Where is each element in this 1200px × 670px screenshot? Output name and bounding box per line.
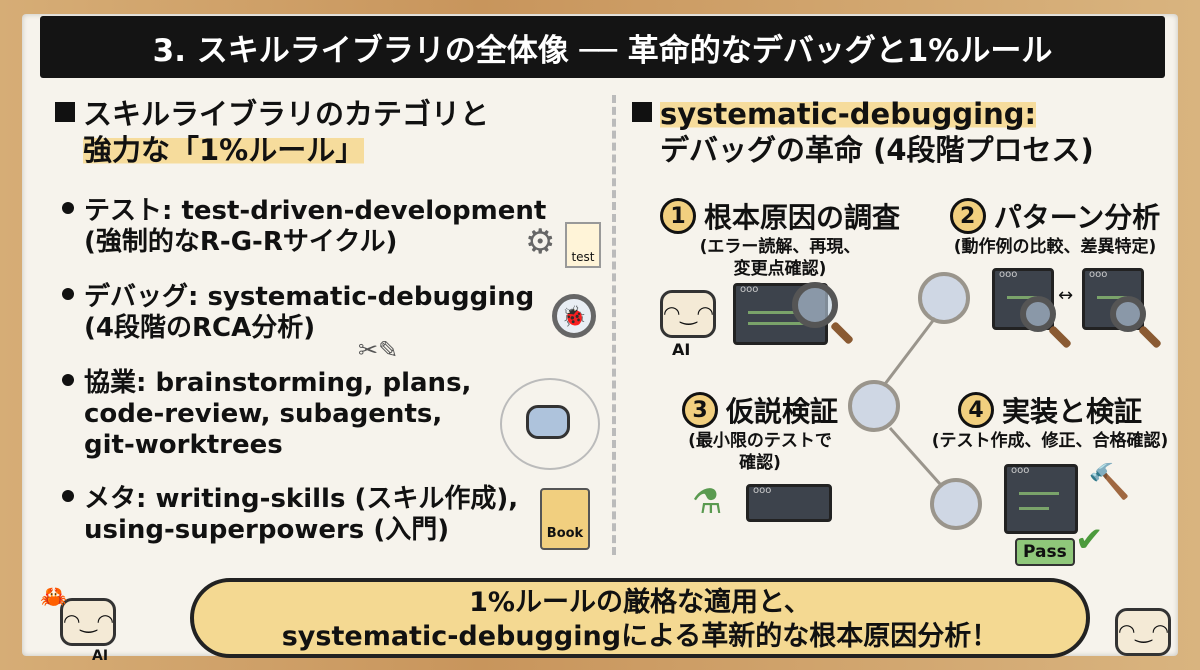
bullet-line: デバッグ: systematic-debugging — [84, 282, 535, 312]
right-heading-line2: デバッグの革命 (4段階プロセス) — [660, 133, 1094, 167]
robot-icon — [526, 405, 570, 439]
column-divider — [612, 95, 616, 555]
process-node — [918, 272, 970, 324]
bullet-line: (4段階のRCA分析) — [84, 313, 316, 343]
step-number-badge: 4 — [957, 392, 994, 428]
code-window-icon — [1004, 464, 1078, 534]
step-subtitle: 変更点確認) — [733, 259, 827, 279]
process-node — [848, 380, 900, 432]
bullet-meta: メタ: writing-skills (スキル作成),using-superpo… — [62, 484, 518, 546]
step-subtitle: (最小限のテストで — [688, 431, 832, 451]
bullet-line: メタ: writing-skills (スキル作成), — [84, 484, 519, 514]
step-number-badge: 1 — [659, 198, 696, 234]
bubble-line1: 1%ルールの厳格な適用と、 — [469, 587, 811, 618]
step-number-badge: 3 — [681, 392, 718, 428]
step-subtitle: (動作例の比較、差異特定) — [953, 237, 1157, 257]
test-document-icon: test — [565, 222, 601, 268]
left-heading-line1: スキルライブラリのカテゴリと — [83, 97, 490, 131]
bullet-test: テスト: test-driven-development(強制的なR-G-Rサイ… — [62, 196, 546, 258]
mascot-robot-left: ◠‿◠ — [60, 598, 116, 646]
bullet-collab: 協業: brainstorming, plans,code-review, su… — [62, 368, 471, 461]
tools-icon: ✂✎ — [358, 336, 399, 364]
right-heading-line1: systematic-debugging: — [660, 97, 1037, 131]
ai-label: AI — [672, 340, 691, 359]
square-bullet-icon — [55, 102, 75, 122]
bullet-line: git-worktrees — [84, 430, 283, 460]
crab-claws-icon: 🦀 — [40, 585, 68, 610]
mascot-robot-right: ◠‿◠ — [1115, 608, 1171, 656]
ai-robot-icon: ◠‿◠ — [660, 290, 716, 338]
bullet-debug: デバッグ: systematic-debugging(4段階のRCA分析) — [62, 282, 534, 344]
left-heading-line2: 強力な「1%ルール」 — [83, 133, 365, 167]
bullet-line: 協業: brainstorming, plans, — [84, 368, 472, 398]
right-heading: systematic-debugging: デバッグの革命 (4段階プロセス) — [632, 96, 1094, 168]
mascot-label: AI — [92, 648, 109, 664]
checkmark-icon: ✔ — [1075, 520, 1104, 560]
flask-icon: ⚗ — [692, 482, 723, 522]
agents-network-icon — [500, 378, 600, 470]
left-heading: スキルライブラリのカテゴリと 強力な「1%ルール」 — [55, 96, 489, 168]
bubble-line2: systematic-debuggingによる革新的な根本原因分析！ — [281, 621, 999, 652]
step-subtitle: (テスト作成、修正、合格確認) — [931, 431, 1169, 451]
bullet-line: (強制的なR-G-Rサイクル) — [84, 227, 398, 257]
square-bullet-icon — [632, 102, 652, 122]
speech-bubble: 1%ルールの厳格な適用と、 systematic-debuggingによる革新的… — [190, 578, 1090, 658]
bullet-line: テスト: test-driven-development — [84, 196, 547, 226]
bullet-line: code-review, subagents, — [84, 399, 443, 429]
step-subtitle: 確認) — [739, 453, 781, 473]
magnifier-icon — [1020, 296, 1056, 332]
process-node — [930, 478, 982, 530]
step-title: 仮説検証 — [725, 395, 838, 428]
compare-arrows-icon: ↔ — [1058, 285, 1074, 306]
step-subtitle: (エラー読解、再現、 — [699, 237, 861, 257]
pass-badge: Pass — [1015, 538, 1075, 566]
step-title: 実装と検証 — [1001, 395, 1142, 428]
magnifier-icon — [1110, 296, 1146, 332]
book-icon: Book — [540, 488, 590, 550]
step-number-badge: 2 — [949, 198, 986, 234]
magnifier-icon — [792, 282, 838, 328]
step-title: パターン分析 — [993, 201, 1161, 234]
bullet-line: using-superpowers (入門) — [84, 515, 450, 545]
gear-icon: ⚙ — [525, 222, 556, 262]
slide-title: 3. スキルライブラリの全体像 ── 革命的なデバッグと1%ルール — [40, 16, 1165, 78]
terminal-icon — [746, 484, 832, 522]
step-title: 根本原因の調査 — [703, 201, 900, 234]
hammer-icon: 🔨 — [1088, 462, 1131, 502]
bug-magnifier-icon: 🐞 — [552, 294, 596, 338]
